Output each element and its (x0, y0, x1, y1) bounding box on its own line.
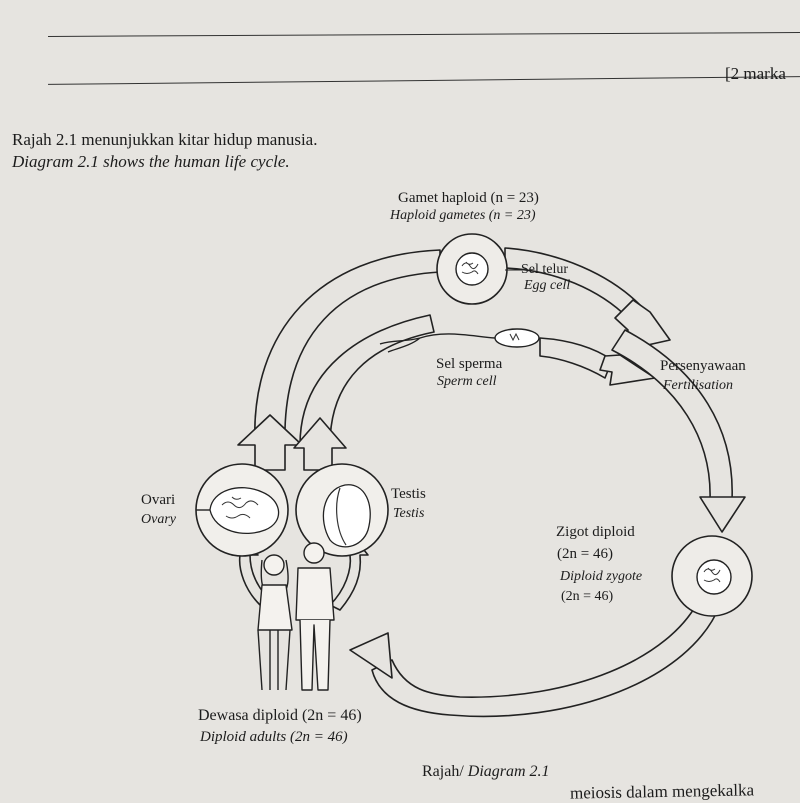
fertilisation-label-en: Fertilisation (663, 378, 733, 393)
zygote-to-adults-arrow (371, 597, 721, 718)
sperm-to-fertilisation-arrow (539, 337, 613, 379)
marks-label: [2 marka (725, 64, 786, 83)
egg-label-en: Egg cell (524, 278, 571, 293)
ovary-to-gamete-arrow (254, 249, 441, 446)
zygote-graphic (671, 535, 753, 617)
gametes-label-ms: Gamet haploid (n = 23) (398, 190, 539, 206)
ovary-label-en: Ovary (141, 512, 176, 527)
testis-label-en: Testis (393, 506, 425, 521)
caption-ms: Rajah/ (422, 763, 464, 780)
diploid-adults-graphic (257, 542, 335, 691)
ovary-arrow-head (237, 414, 303, 471)
adults-label-ms: Dewasa diploid (2n = 46) (198, 707, 362, 724)
zygote-label-ms: Zigot diploid (556, 524, 635, 540)
adults-arrow-head (349, 632, 393, 679)
footer-fragment: meiosis dalam mengekalka (569, 780, 755, 803)
testis-arrow-head (293, 417, 347, 471)
fertilisation-to-zygote-arrow (611, 329, 733, 501)
testis-graphic (295, 463, 389, 557)
ovary-graphic (195, 463, 289, 557)
adults-label-en: Diploid adults (2n = 46) (200, 729, 348, 745)
sperm-label-en: Sperm cell (437, 374, 497, 389)
question-title-ms: Rajah 2.1 menunjukkan kitar hidup manusi… (12, 130, 318, 149)
gametes-label-en: Haploid gametes (n = 23) (390, 208, 536, 223)
zygote-arrow-head (699, 496, 746, 533)
zygote-label-ms-n: (2n = 46) (557, 546, 613, 562)
egg-label-ms: Sel telur (521, 262, 569, 277)
testis-label-ms: Testis (391, 486, 426, 502)
ovary-label-ms: Ovari (141, 492, 176, 508)
question-title-en: Diagram 2.1 shows the human life cycle. (12, 152, 290, 171)
sperm-label-ms: Sel sperma (436, 356, 503, 372)
fertilisation-label-ms: Persenyawaan (660, 358, 746, 374)
zygote-label-en: Diploid zygote (560, 569, 643, 584)
caption-en: Diagram 2.1 (467, 763, 550, 780)
diagram-caption: Rajah/ Diagram 2.1 (422, 763, 550, 781)
testis-to-sperm-arrow (299, 314, 435, 446)
zygote-label-en-n: (2n = 46) (561, 589, 614, 604)
egg-cell-graphic (436, 233, 508, 305)
sperm-graphic (379, 328, 540, 353)
